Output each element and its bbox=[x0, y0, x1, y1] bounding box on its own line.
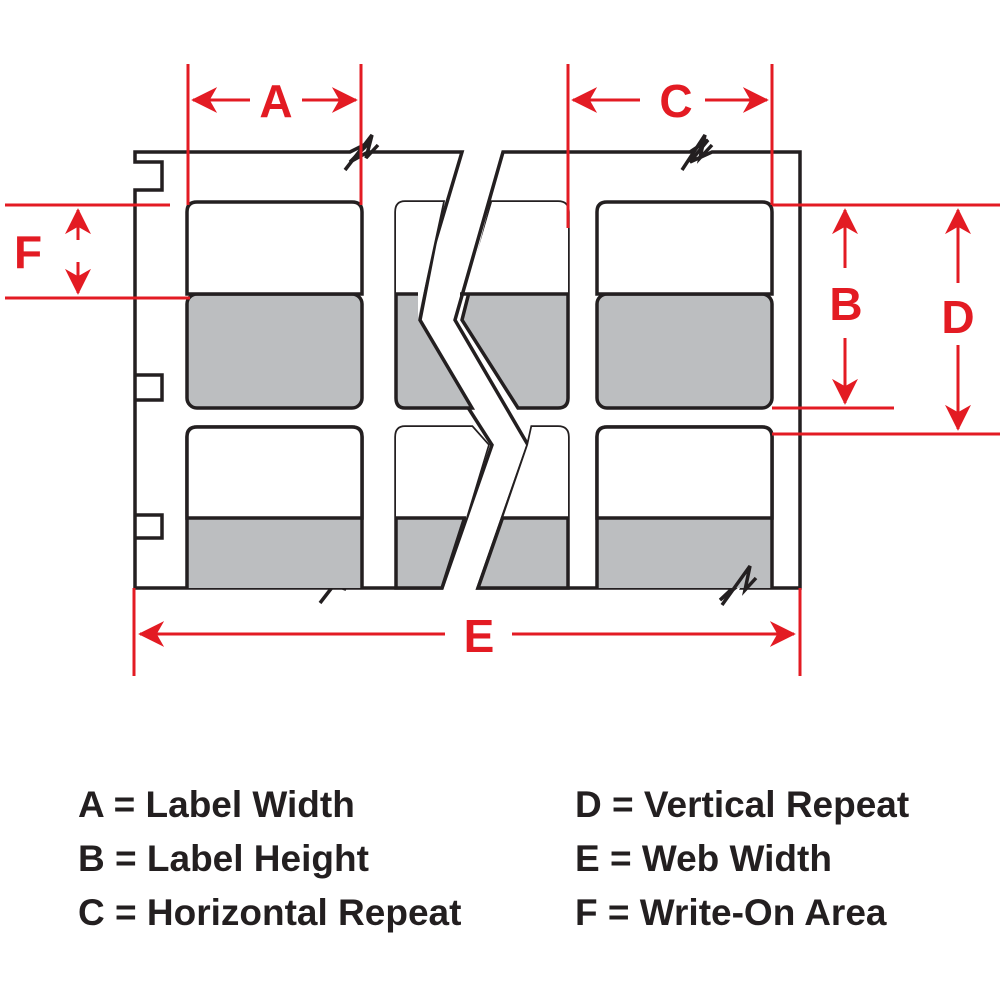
tear-mark-top-right bbox=[680, 134, 714, 171]
legend-item-web-width: E = Web Width bbox=[575, 838, 832, 879]
label-2-1-top bbox=[185, 425, 364, 520]
tear-mark-bottom-right bbox=[720, 564, 758, 607]
label-2-2-top bbox=[396, 427, 488, 518]
dimension-a-letter: A bbox=[259, 75, 292, 127]
label-1-1-writeon bbox=[185, 292, 364, 410]
dimension-e: E bbox=[132, 588, 802, 676]
dimension-d: D bbox=[772, 208, 1000, 436]
legend-item-write-on-area: F = Write-On Area bbox=[575, 892, 887, 933]
label-row-2 bbox=[185, 425, 774, 590]
dimension-a: A bbox=[186, 64, 363, 205]
dimension-c-letter: C bbox=[659, 75, 692, 127]
legend-item-vertical-repeat: D = Vertical Repeat bbox=[575, 784, 910, 825]
dimension-b-letter: B bbox=[829, 278, 862, 330]
label-1-4-top bbox=[595, 200, 774, 296]
legend-item-horizontal-repeat: C = Horizontal Repeat bbox=[78, 892, 462, 933]
dimension-f-letter: F bbox=[14, 226, 42, 278]
label-1-2-top bbox=[396, 202, 443, 318]
dimension-c: C bbox=[566, 64, 774, 228]
label-row-1 bbox=[185, 200, 774, 410]
dimension-f: F bbox=[5, 203, 190, 300]
label-1-3-partial-top bbox=[465, 202, 568, 294]
legend-item-label-width: A = Label Width bbox=[78, 784, 355, 825]
dimension-d-letter: D bbox=[941, 291, 974, 343]
dimension-e-letter: E bbox=[464, 610, 495, 662]
tear-mark-top-left bbox=[343, 133, 380, 172]
dimension-b: B bbox=[772, 203, 1000, 410]
legend-item-label-height: B = Label Height bbox=[78, 838, 369, 879]
label-2-4-top bbox=[595, 425, 774, 520]
label-dimension-diagram: A C F B D E bbox=[5, 64, 1000, 676]
label-2-3-partial-top bbox=[503, 427, 568, 518]
label-1-1-top bbox=[185, 200, 364, 296]
label-1-4-writeon bbox=[595, 292, 774, 410]
legend-right-column: D = Vertical Repeat E = Web Width F = Wr… bbox=[575, 778, 909, 940]
legend-left-column: A = Label Width B = Label Height C = Hor… bbox=[78, 778, 461, 940]
